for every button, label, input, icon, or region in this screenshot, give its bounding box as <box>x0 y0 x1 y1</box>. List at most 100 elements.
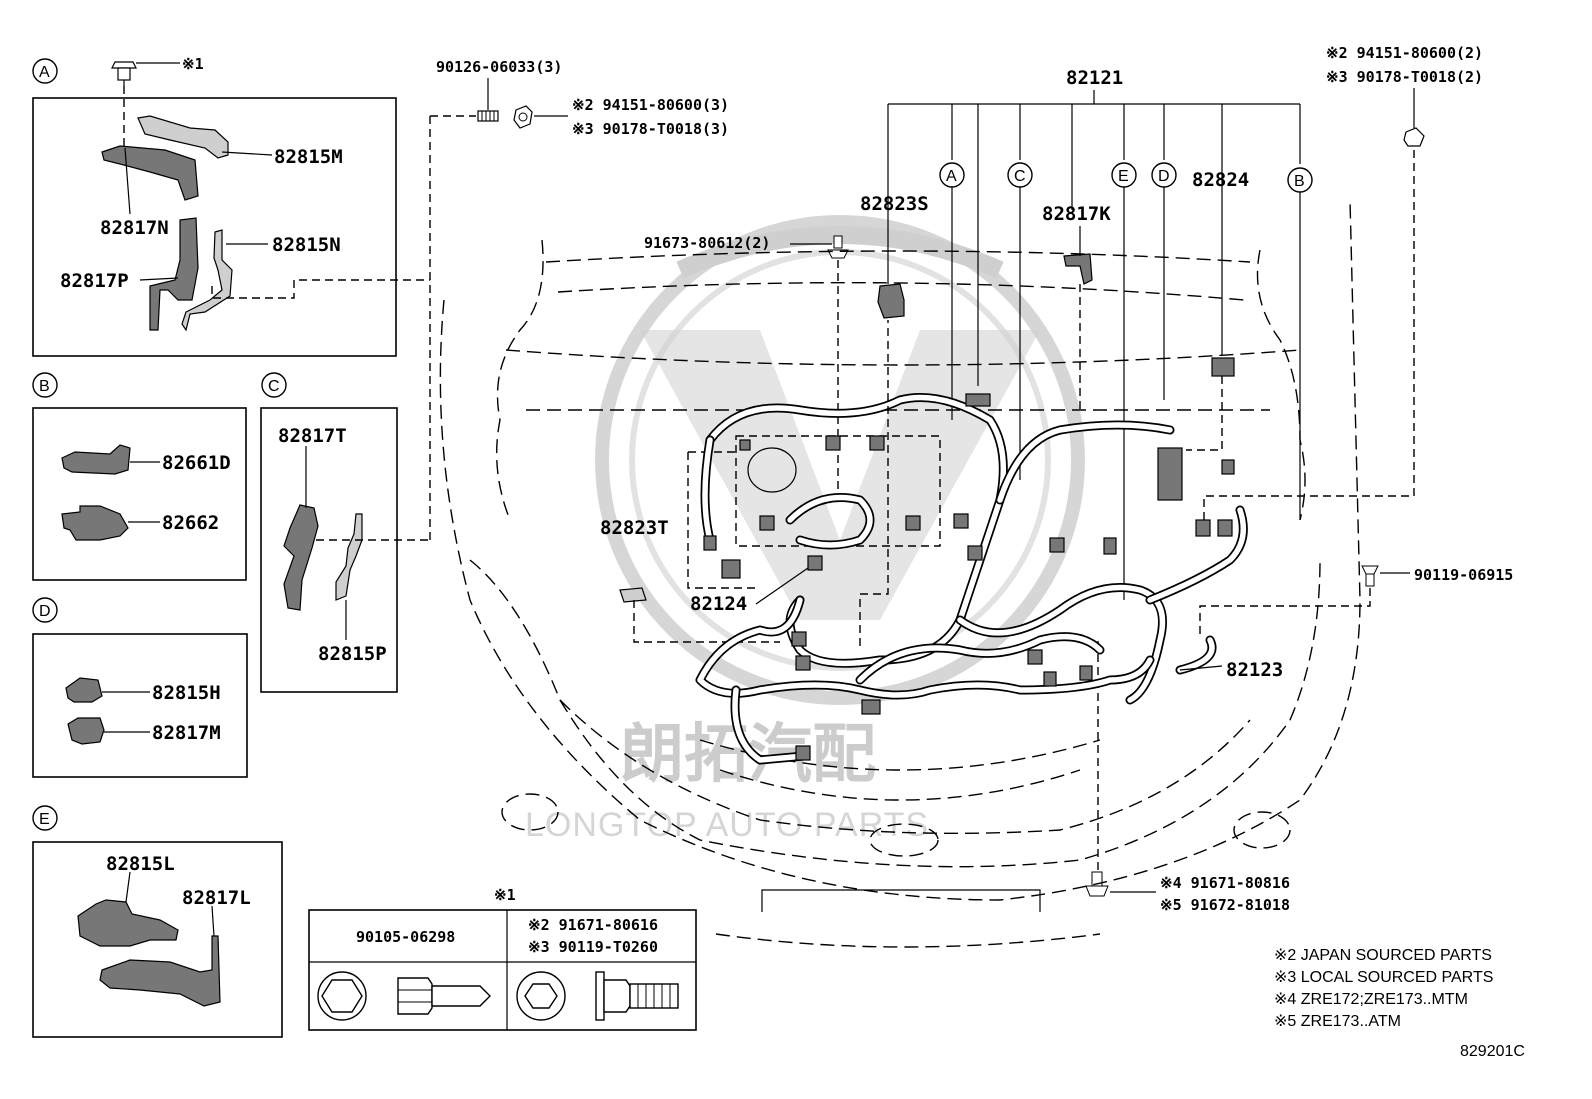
hex-bolt-top-icon <box>317 971 367 1021</box>
stud-icon <box>477 110 499 122</box>
flange-bolt-top-icon <box>516 971 566 1021</box>
bracket-82817N <box>101 145 199 201</box>
connector <box>703 535 717 551</box>
bracket-82817T <box>283 504 319 611</box>
label-82121: 82121 <box>1066 67 1123 89</box>
label-82823S: 82823S <box>860 193 929 215</box>
part-82823S <box>877 283 905 319</box>
ref-circle-a: A <box>939 162 965 188</box>
part-82823T <box>619 587 647 603</box>
bolt-table-col2-local: ※3 90119-T0260 <box>528 938 658 956</box>
connector <box>759 515 775 531</box>
ref-circle-e-letter: E <box>1118 168 1129 185</box>
connector <box>965 393 991 407</box>
bracket-82662 <box>61 505 129 541</box>
label-82817T: 82817T <box>278 425 347 447</box>
section-a: A ※1 82815M 82817N 82815N 82817P <box>32 55 430 357</box>
section-e-letter: E <box>39 811 50 828</box>
right-fasteners: ※2 94151-80600(2) ※3 90178-T0018(2) <box>1203 44 1483 520</box>
bolt-note-1: ※1 <box>182 55 204 73</box>
label-82817L: 82817L <box>182 887 251 909</box>
harness-82121-callout: 82121 <box>887 67 1301 386</box>
ref-circle-e: E <box>1111 162 1137 188</box>
section-a-box <box>32 97 397 357</box>
bolt-icon <box>827 235 849 259</box>
bracket-82815M <box>137 115 229 159</box>
bolt-table: ※1 90105-06298 ※2 91671-80616 ※3 90119-T… <box>308 886 697 1031</box>
label-91673-80612: 91673-80612(2) <box>644 234 770 252</box>
label-82815P: 82815P <box>318 643 387 665</box>
section-d-letter: D <box>39 603 51 620</box>
connector-block <box>1157 447 1183 501</box>
nut-icon <box>513 105 533 129</box>
connector <box>721 559 741 579</box>
connector <box>967 545 983 561</box>
label-bottom-bolt-mtm: ※4 91671-80816 <box>1160 874 1290 892</box>
nut-icon <box>1403 127 1425 147</box>
bolt-icon <box>1361 565 1379 587</box>
label-82817N: 82817N <box>100 217 169 239</box>
connector <box>905 515 921 531</box>
section-c-letter: C <box>268 378 280 395</box>
connector <box>869 435 885 451</box>
connector <box>1079 665 1093 681</box>
label-82815M: 82815M <box>274 146 343 168</box>
connector <box>1049 537 1065 553</box>
bolt-icon <box>111 61 137 86</box>
bracket-82817P <box>149 217 199 331</box>
engine-harness <box>687 320 1248 765</box>
bracket-82817M <box>67 717 105 745</box>
label-90126-06033: 90126-06033(3) <box>436 58 562 76</box>
bolt-table-col2-jp: ※2 91671-80616 <box>528 916 658 934</box>
bracket-82815P <box>335 513 363 601</box>
connector <box>791 631 807 647</box>
ref-circle-b-letter: B <box>1294 173 1305 190</box>
watermark-english: LONGTOP AUTO PARTS <box>525 806 929 844</box>
ref-circle-c-letter: C <box>1014 168 1026 185</box>
section-d-box <box>32 633 248 778</box>
label-82824: 82824 <box>1192 169 1249 191</box>
bracket-82815N <box>181 229 233 332</box>
connector <box>795 745 811 761</box>
section-b-letter: B <box>39 378 50 395</box>
connector <box>825 435 841 451</box>
connector <box>1195 519 1211 537</box>
bracket-82815L <box>77 899 179 947</box>
connector <box>1217 519 1233 537</box>
label-82815N: 82815N <box>272 234 341 256</box>
ref-circle-b: B <box>1287 167 1313 193</box>
label-82662: 82662 <box>162 512 219 534</box>
bracket-82661D <box>61 444 131 475</box>
label-82661D: 82661D <box>162 452 231 474</box>
label-right-nut-jp: ※2 94151-80600(2) <box>1326 44 1483 62</box>
bracket-82815H <box>65 677 103 703</box>
bolt-icon <box>1085 871 1109 897</box>
section-a-letter: A <box>39 64 50 81</box>
label-82815H: 82815H <box>152 682 221 704</box>
connector <box>795 655 811 671</box>
connector <box>861 699 881 715</box>
label-bottom-bolt-atm: ※5 91672-81018 <box>1160 896 1290 914</box>
note-atm: ※5 ZRE173..ATM <box>1274 1013 1401 1030</box>
connector <box>807 555 823 571</box>
connector <box>1103 537 1117 555</box>
part-82817K <box>1063 253 1093 285</box>
connector <box>739 439 751 451</box>
bolt-table-header: ※1 <box>494 886 516 904</box>
label-90119-06915: 90119-06915 <box>1414 566 1513 584</box>
ref-circle-d-letter: D <box>1158 168 1170 185</box>
ref-circle-d: D <box>1151 162 1177 188</box>
connector <box>1043 671 1057 687</box>
diagram-code: 829201C <box>1460 1043 1525 1060</box>
section-d: D 82815H 82817M <box>32 597 248 778</box>
section-e: E 82815L 82817L <box>32 805 283 1038</box>
label-82815L: 82815L <box>106 853 175 875</box>
section-e-box <box>32 841 283 1038</box>
section-c: C 82817T 82815P <box>260 372 430 693</box>
part-82824 <box>1211 357 1235 377</box>
note-local-sourced: ※3 LOCAL SOURCED PARTS <box>1274 969 1493 986</box>
flange-bolt-side-icon <box>595 971 679 1021</box>
label-82823T: 82823T <box>600 517 669 539</box>
ref-circle-a-letter: A <box>946 168 957 185</box>
